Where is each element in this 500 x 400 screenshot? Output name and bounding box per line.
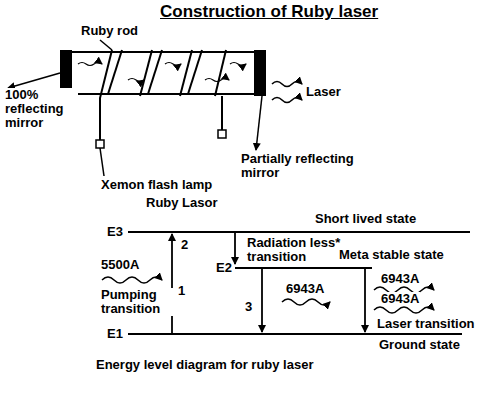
part-label: Partially reflecting mirror (240, 152, 357, 180)
level-label: E1 (106, 327, 124, 341)
callout-number: 3 (244, 300, 253, 314)
level-label: E2 (215, 261, 233, 275)
diagram-title: Construction of Ruby laser (160, 2, 378, 22)
level-label: E3 (106, 225, 124, 239)
transition-label: Radiation less* transition (246, 236, 348, 264)
state-label: Short lived state (314, 212, 417, 226)
callout-number: 2 (180, 238, 189, 252)
callout-number: 1 (177, 284, 186, 298)
part-label: Xemon flash lamp (100, 178, 213, 192)
lamp-terminal (218, 130, 226, 138)
diagram-caption: Energy level diagram for ruby laser (96, 357, 313, 372)
lamp-terminal (96, 140, 104, 148)
part-label: Laser (305, 85, 342, 99)
sub-caption: Ruby Lasor (145, 196, 219, 210)
wavelength-label: 6943A (380, 292, 420, 306)
wavelength-label: 5500A (100, 258, 140, 272)
state-label: Ground state (378, 338, 461, 352)
transition-label: Pumping transition (100, 288, 174, 316)
wavelength-label: 6943A (285, 282, 325, 296)
state-label: Meta stable state (338, 248, 445, 262)
part-label: 100% reflecting mirror (4, 88, 78, 130)
transition-arrows (172, 232, 365, 334)
laser-beam (272, 82, 302, 103)
flash-lamp-coil (100, 50, 226, 140)
wavelength-label: 6943A (380, 272, 420, 286)
transition-label: Laser transition (376, 317, 476, 331)
photon-arrows (78, 63, 246, 82)
partial-mirror (254, 50, 266, 96)
part-label: Ruby rod (80, 24, 139, 38)
ruby-rod (64, 52, 260, 94)
